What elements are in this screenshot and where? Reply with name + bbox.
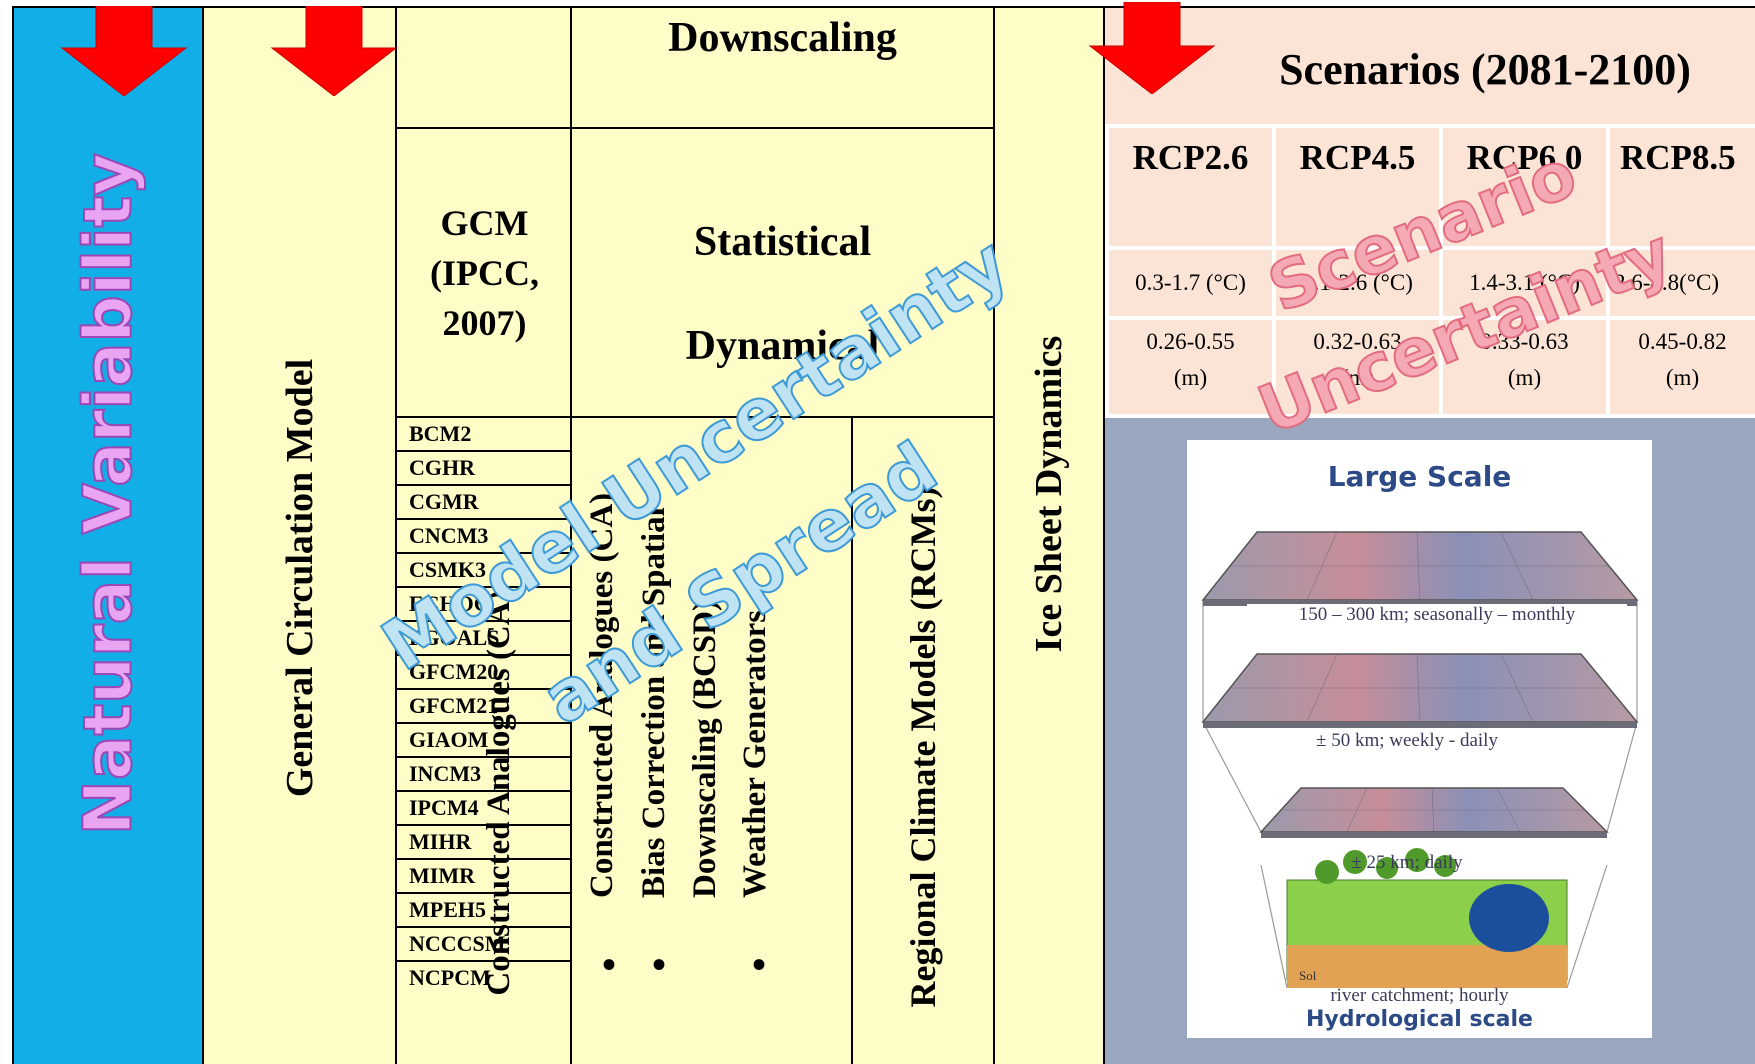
gcm-model-item: NCPCM — [409, 965, 491, 990]
gcm-model-item: CGHR — [397, 452, 570, 486]
bullet: • — [752, 942, 766, 987]
gcm-column: General Circulation Model — [204, 8, 397, 1064]
statistical-heading: Statistical — [693, 219, 872, 265]
gcm-model-item: GFCM20 — [397, 656, 570, 690]
divider — [12, 6, 1755, 8]
gcm-source-line: (IPCC, — [430, 253, 539, 293]
gcm-model-item: NCCCSM — [397, 928, 570, 962]
ice-sheet-label: Ice Sheet Dynamics — [1028, 335, 1070, 653]
scenario-name: RCP8.5 — [1620, 138, 1736, 177]
scenario-name-cell: RCP4.5 — [1276, 128, 1439, 246]
scenario-temp: 0.3-1.7 (°C) — [1135, 270, 1246, 295]
method-bcsd-text: Bias Correction and Spatial — [636, 507, 672, 898]
scenario-name-cell: RCP6.0 — [1443, 128, 1606, 246]
scenario-name: RCP2.6 — [1132, 138, 1249, 177]
scale-figure-title: Large Scale — [1327, 460, 1512, 493]
gcm-model-item: BCM2 — [397, 418, 570, 452]
scenario-sea-level: 0.32-0.63 — [1313, 329, 1402, 354]
method-bcsd2-text: Downscaling (BCSD) — [687, 600, 723, 898]
downscaling-title: Downscaling — [668, 15, 897, 61]
natural-variability-column: Natural Variability — [12, 8, 204, 1064]
rcm-label: Regional Climate Models (RCMs) — [903, 486, 943, 1008]
down-arrow-icon — [270, 6, 398, 96]
down-arrow-icon — [1088, 2, 1216, 94]
gcm-model-item: MPEH5 — [397, 894, 570, 928]
gcm-source-label: GCM (IPCC, 2007) — [399, 198, 570, 348]
scale-figure: Large Scale — [1187, 440, 1652, 1038]
gcm-source-line: GCM — [440, 203, 529, 243]
scenario-name-cell: RCP2.6 — [1109, 128, 1272, 246]
scenario-sea-unit: (m) — [1340, 365, 1375, 390]
gcm-model-item: CGMR — [397, 486, 570, 520]
scenarios-title: Scenarios (2081-2100) — [1279, 45, 1691, 94]
gcm-model-item: FGOALS — [397, 622, 570, 656]
gcm-model-item: INCM3 — [397, 758, 570, 792]
scenario-sea-unit: (m) — [1665, 365, 1700, 390]
hydrological-scale-title: Hydrological scale — [1306, 1007, 1533, 1032]
dynamical-heading: Dynamical — [685, 323, 880, 369]
scale-layers-svg — [1201, 531, 1639, 989]
scenario-sea-cell: 0.45-0.82 (m) — [1610, 320, 1755, 414]
method-ca-text: Constructed Analogues (CA) — [584, 493, 620, 898]
gcm-model-item: IPCM4 — [397, 792, 570, 826]
scale-level-1-label: 150 – 300 km; seasonally – monthly — [1247, 604, 1627, 626]
soil-label: Sol — [1299, 968, 1317, 983]
scenario-sea-cell: 0.33-0.63 (m) — [1443, 320, 1606, 414]
bullet: • — [652, 942, 666, 987]
divider — [993, 8, 995, 1064]
scenario-sea-unit: (m) — [1173, 365, 1208, 390]
gcm-model-item: ECHOG — [397, 588, 570, 622]
method-wg-text: Weather Generators — [737, 610, 773, 898]
scenario-temp-cell: 1.1-2.6 (°C) — [1276, 250, 1439, 316]
bullet: • — [602, 942, 616, 987]
lake — [1469, 884, 1549, 952]
downscaling-block — [397, 8, 995, 1064]
natural-variability-label: Natural Variability — [69, 152, 148, 836]
scenario-name: RCP6.0 — [1466, 138, 1583, 177]
scenario-name: RCP4.5 — [1299, 138, 1416, 177]
scenario-sea-level: 0.45-0.82 — [1638, 329, 1727, 354]
statistical-methods-svg: Constructed Analogues (CA) Bias Correcti… — [584, 493, 773, 987]
gcm-model-item: MIMR — [397, 860, 570, 894]
gcm-source-line: 2007) — [442, 303, 527, 343]
divider — [397, 416, 995, 418]
catchment-label: river catchment; hourly — [1330, 985, 1509, 1006]
gcm-model-item: MIHR — [397, 826, 570, 860]
scenario-sea-cell: 0.32-0.63 (m) — [1276, 320, 1439, 414]
scenario-temp-cell: 1.4-3.1 (°C) — [1443, 250, 1606, 316]
scenario-temp: 1.4-3.1 (°C) — [1469, 270, 1580, 295]
scenario-temp: 1.1-2.6 (°C) — [1302, 270, 1413, 295]
down-arrow-icon — [60, 6, 188, 96]
scenario-sea-unit: (m) — [1507, 365, 1542, 390]
gcm-model-item: GFCM21 — [397, 690, 570, 724]
gcm-model-item: CNCM3 — [397, 520, 570, 554]
divider — [397, 127, 995, 129]
scenario-name-cell: RCP8.5 — [1610, 128, 1755, 246]
scenario-temp-cell: 2.6-4.8(°C) — [1610, 250, 1755, 316]
scenario-temp-cell: 0.3-1.7 (°C) — [1109, 250, 1272, 316]
scale-level-2-label: ± 50 km; weekly - daily — [1316, 730, 1498, 751]
scenario-sea-cell: 0.26-0.55 (m) — [1109, 320, 1272, 414]
divider — [851, 416, 853, 1064]
gcm-model-item: GIAOM — [397, 724, 570, 758]
gcm-model-item: CSMK3 — [397, 554, 570, 588]
ice-sheet-column: Ice Sheet Dynamics — [995, 8, 1105, 1064]
divider — [570, 8, 572, 1064]
scenario-sea-level: 0.26-0.55 — [1146, 329, 1235, 354]
scale-level-3-label: ± 25 km; daily — [1351, 852, 1463, 873]
gcm-column-label: General Circulation Model — [278, 359, 321, 798]
scenario-temp: 2.6-4.8(°C) — [1614, 270, 1720, 295]
scenario-sea-level: 0.33-0.63 — [1480, 329, 1569, 354]
